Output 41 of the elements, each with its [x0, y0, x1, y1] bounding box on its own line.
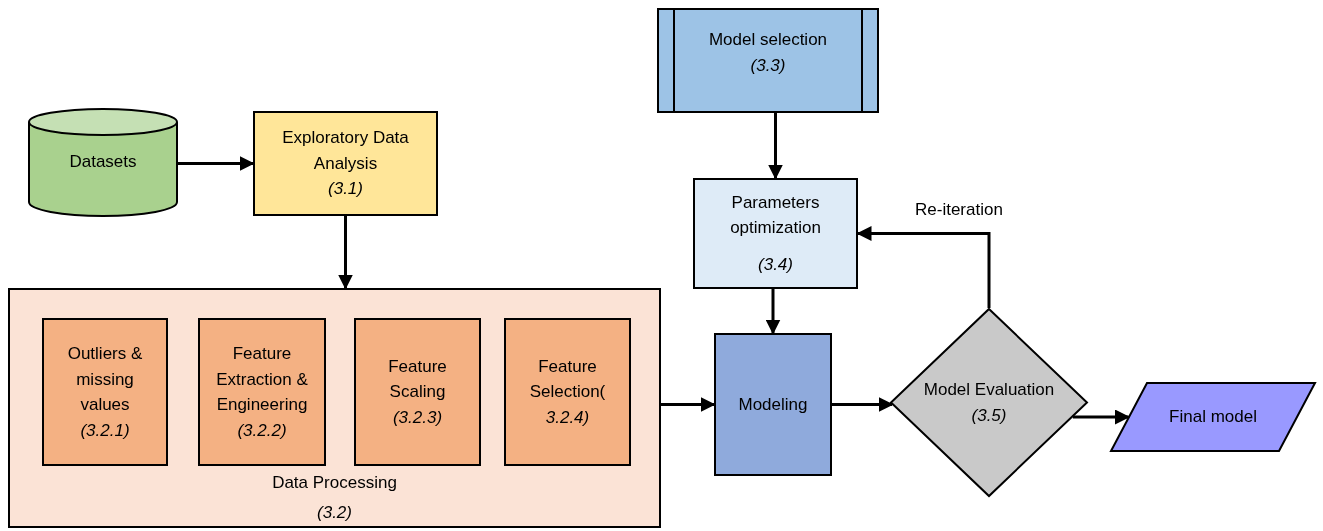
database-cylinder — [28, 108, 178, 216]
arrow — [338, 216, 353, 290]
node-label: Datasets — [69, 151, 137, 174]
section-number: (3.2) — [317, 501, 352, 524]
process-box — [42, 318, 168, 466]
process-box — [253, 111, 438, 216]
predefined-process-box — [657, 8, 879, 113]
node-label: Feature Extraction & Engineering — [215, 343, 309, 416]
section-number: (3.2.1) — [80, 419, 130, 442]
section-number: (3.1) — [328, 178, 363, 201]
decision-diamond — [890, 308, 1088, 497]
section-number: (3.4) — [758, 253, 793, 276]
node-label: Exploratory Data Analysis — [281, 127, 410, 175]
node-label: Model selection — [708, 29, 828, 51]
node-label: Parameters optimization — [729, 191, 822, 240]
arrow — [768, 113, 783, 180]
arrow — [661, 397, 716, 412]
node-label: Outliers & missing values — [66, 343, 144, 416]
node-label: Modeling — [738, 393, 808, 416]
section-number: 3.2.4) — [545, 406, 590, 429]
section-number: (3.3) — [750, 54, 786, 77]
process-box — [198, 318, 326, 466]
process-box — [714, 333, 832, 476]
section-number: (3.2.2) — [237, 419, 287, 442]
node-label: Data Processing — [272, 471, 397, 494]
process-box — [354, 318, 481, 466]
section-number: (3.5) — [971, 404, 1007, 427]
process-box — [504, 318, 631, 466]
process-box — [693, 178, 858, 289]
arrow — [765, 289, 781, 335]
node-label: Feature Selection( — [528, 355, 607, 404]
arrow — [178, 156, 255, 171]
arrow — [1072, 409, 1130, 425]
arrow — [856, 226, 991, 308]
group-panel — [8, 288, 661, 528]
node-label: Feature Scaling — [387, 355, 448, 404]
arrow — [832, 397, 894, 412]
section-number: (3.2.3) — [392, 406, 443, 429]
data-parallelogram — [1110, 382, 1316, 452]
node-label: Model Evaluation — [923, 379, 1055, 401]
node-label: Final model — [1169, 406, 1257, 429]
